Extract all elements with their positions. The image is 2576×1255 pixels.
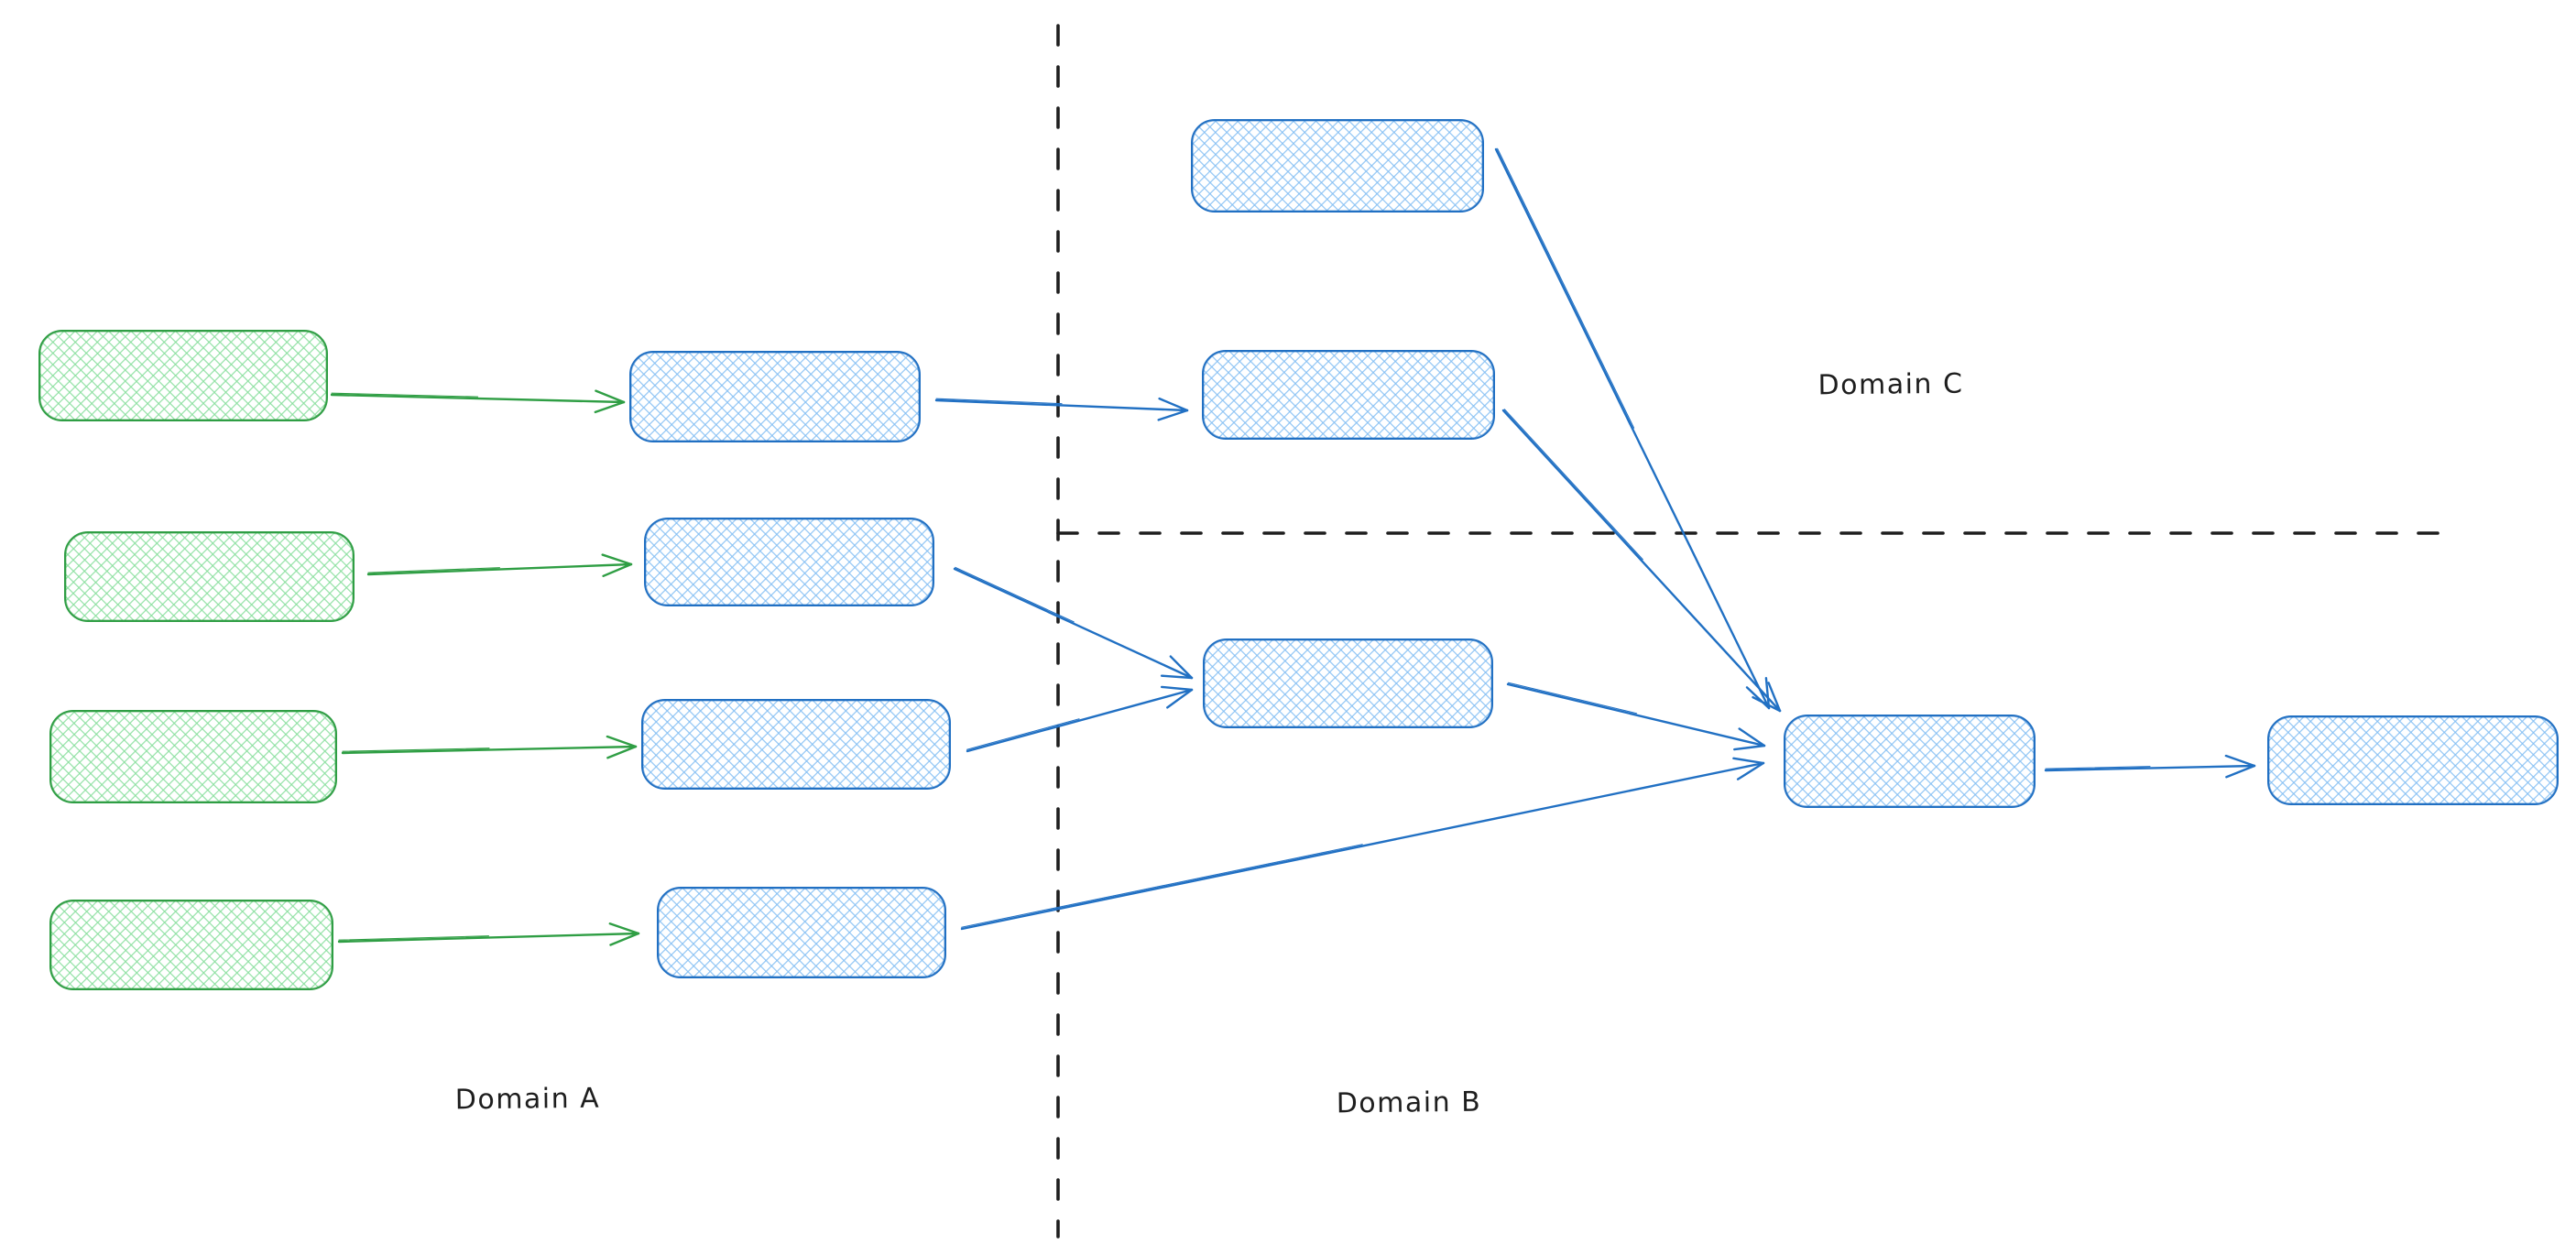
edge-chub-out xyxy=(2044,754,2256,779)
domain-a-target-1 xyxy=(629,351,921,442)
edge-src3-tgt3 xyxy=(341,735,638,759)
edge-tgt1-b2 xyxy=(934,397,1189,421)
domain-a-source-2 xyxy=(64,531,355,622)
edge-b3-chub xyxy=(1506,682,1766,751)
domain-a-label: Domain A xyxy=(454,1082,601,1117)
domain-a-target-3 xyxy=(641,699,951,790)
edge-tgt4-chub xyxy=(960,757,1765,931)
domain-b-node-2 xyxy=(1202,350,1495,440)
domain-a-source-4 xyxy=(49,900,333,990)
edge-b1-chub xyxy=(1494,147,1771,710)
edge-src1-tgt1 xyxy=(330,389,626,414)
domain-a-target-4 xyxy=(657,887,946,978)
edge-tgt3-b3 xyxy=(966,685,1194,753)
domain-b-label: Domain B xyxy=(1336,1086,1482,1120)
domain-c-label: Domain C xyxy=(1817,367,1964,402)
edge-src4-tgt4 xyxy=(337,922,640,946)
edge-b2-chub xyxy=(1501,409,1782,713)
domain-a-source-1 xyxy=(38,330,328,421)
domain-a-source-3 xyxy=(49,710,337,803)
edge-tgt2-b3 xyxy=(953,566,1194,680)
domain-a-target-2 xyxy=(644,518,934,606)
domain-c-output xyxy=(2267,715,2559,805)
domain-c-hub xyxy=(1784,715,2036,808)
edge-src2-tgt2 xyxy=(366,553,633,577)
domain-b-node-1 xyxy=(1191,119,1484,213)
domain-b-node-3 xyxy=(1203,638,1493,728)
